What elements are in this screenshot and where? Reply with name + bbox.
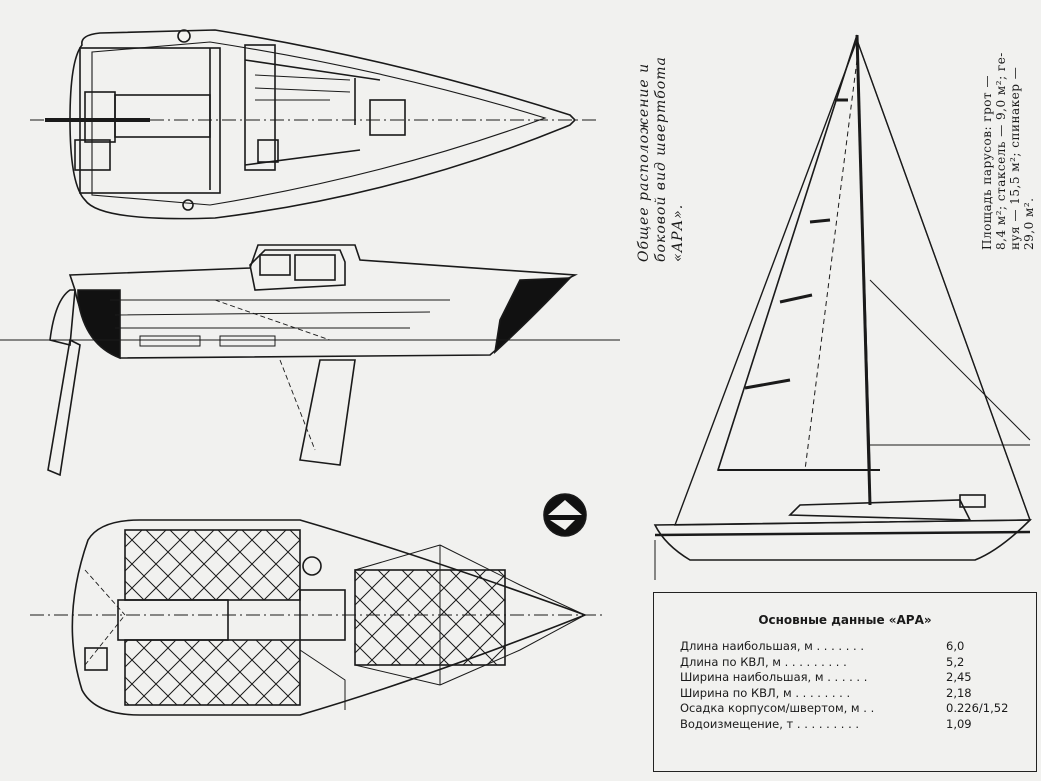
spec-label: Осадка корпусом/швертом, м . .	[680, 701, 875, 715]
spec-label: Ширина по КВЛ, м . . . . . . . .	[680, 685, 851, 700]
specs-rows: Длина наибольшая, м . . . . . . . 6,0 Дл…	[680, 639, 1020, 732]
deck-plan	[30, 29, 600, 220]
spec-label: Длина по КВЛ, м . . . . . . . . .	[680, 654, 847, 669]
spec-label: Длина наибольшая, м . . . . . . .	[680, 639, 864, 653]
compass-symbol	[543, 493, 587, 537]
side-profile	[0, 244, 620, 477]
spec-row: Ширина по КВЛ, м . . . . . . . . 2,18	[680, 686, 1020, 702]
spec-value: 6,0	[946, 639, 965, 653]
spec-row: Ширина наибольшая, м . . . . . . 2,45	[680, 670, 1020, 686]
spec-value: 5,2	[946, 654, 965, 669]
spec-value: 2,45	[946, 670, 972, 684]
sail-plan	[653, 34, 1032, 580]
spec-row: Длина по КВЛ, м . . . . . . . . . 5,2	[680, 655, 1020, 671]
sail-area-note: Площадь парусов: грот — 8,4 м²; стаксель…	[980, 52, 1036, 250]
specs-table: Основные данные «АРА» Длина наибольшая, …	[653, 592, 1037, 772]
spec-row: Водоизмещение, т . . . . . . . . . 1,09	[680, 717, 1020, 733]
spec-value: 2,18	[946, 685, 972, 700]
interior-plan	[30, 519, 605, 716]
spec-label: Ширина наибольшая, м . . . . . .	[680, 670, 868, 684]
spec-row: Длина наибольшая, м . . . . . . . 6,0	[680, 639, 1020, 655]
spec-value: 0.226/1,52	[946, 701, 1009, 715]
spec-row: Осадка корпусом/швертом, м . . 0.226/1,5…	[680, 701, 1020, 717]
diagram-caption: Общее расположение и боковой вид швертбо…	[636, 56, 686, 262]
spec-label: Водоизмещение, т . . . . . . . . .	[680, 716, 860, 731]
specs-title: Основные данные «АРА»	[758, 613, 932, 627]
spec-value: 1,09	[946, 716, 972, 731]
